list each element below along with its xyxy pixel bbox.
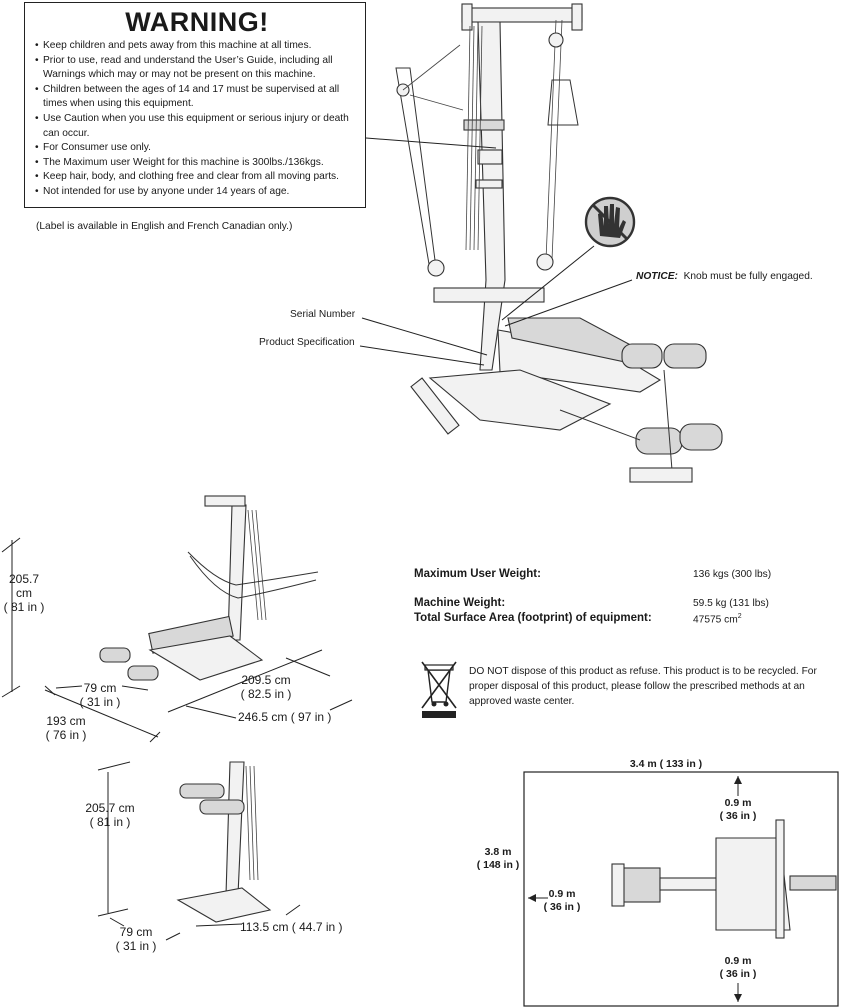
- tower-collar: [477, 149, 503, 165]
- notice-callout-line-b: [504, 279, 633, 327]
- open-width-cm: 79 cm: [83, 681, 117, 695]
- warning-callout-line: [365, 137, 497, 149]
- folded-width-dim: 79 cm ( 31 in ): [106, 925, 166, 953]
- main-machine-illustration: [395, 3, 723, 483]
- recycle-notice: DO NOT dispose of this product as refuse…: [469, 666, 817, 707]
- open-height-dim: 205.7 cm ( 81 in ): [0, 572, 48, 614]
- max-weight-label: Maximum User Weight:: [414, 568, 541, 580]
- clearance-left: 0.9 m ( 36 in ): [532, 888, 592, 914]
- top-right-bracket: [571, 3, 583, 31]
- tower-clamp: [463, 119, 505, 131]
- label-language-note: (Label is available in English and Frenc…: [36, 221, 293, 232]
- warning-item: The Maximum user Weight for this machine…: [35, 156, 359, 171]
- clearance-bottom-in: ( 36 in ): [719, 968, 757, 980]
- clearance-top: 0.9 m ( 36 in ): [708, 797, 768, 823]
- open-depth-dim: 193 cm ( 76 in ): [36, 714, 96, 742]
- clearance-bottom: 0.9 m ( 36 in ): [708, 955, 768, 981]
- top-left-bracket: [461, 3, 473, 31]
- product-spec-callout: Product Specification: [259, 337, 355, 348]
- folded-height-dim: 205.7 cm ( 81 in ): [80, 801, 140, 829]
- open-width-in: ( 31 in ): [79, 695, 121, 709]
- open-height-cm: 205.7 cm: [8, 572, 40, 600]
- folded-width-cm: 79 cm: [119, 925, 153, 939]
- machine-weight-label: Machine Weight:: [414, 597, 506, 609]
- open-arm-dim: 209.5 cm ( 82.5 in ): [234, 673, 298, 701]
- open-depth-cm: 193 cm: [46, 714, 86, 728]
- warning-list: Keep children and pets away from this ma…: [35, 39, 359, 200]
- front-foot: [410, 377, 460, 435]
- rear-foot: [629, 467, 693, 483]
- folded-height-in: ( 81 in ): [89, 815, 131, 829]
- roller-bottom-left: [635, 427, 683, 455]
- spec-callout-line: [359, 345, 485, 366]
- open-length-dim: 246.5 cm ( 97 in ): [238, 710, 332, 724]
- warning-item: Prior to use, read and understand the Us…: [35, 54, 359, 83]
- open-width-dim: 79 cm ( 31 in ): [70, 681, 130, 709]
- top-crossbar: [461, 7, 583, 23]
- folded-width-in: ( 31 in ): [115, 939, 157, 953]
- right-handle: [547, 79, 579, 126]
- warning-item: For Consumer use only.: [35, 141, 359, 156]
- folded-machine-drawing: [176, 761, 272, 923]
- clearance-width: 3.4 m ( 133 in ): [629, 758, 703, 770]
- notice-text: NOTICE: Knob must be fully engaged.: [636, 271, 813, 282]
- area-label: Total Surface Area (footprint) of equipm…: [414, 612, 652, 624]
- tower-collar-2: [475, 179, 503, 189]
- area-value-wrap: 47575 cm2: [693, 613, 742, 625]
- clearance-top-in: ( 36 in ): [719, 810, 757, 822]
- clearance-depth-in: ( 148 in ): [476, 859, 520, 871]
- no-touch-symbol: [584, 196, 636, 248]
- roller-bottom-right: [679, 423, 723, 451]
- roller-top-left: [621, 343, 663, 369]
- open-machine-drawing: [99, 495, 319, 681]
- warning-item: Keep hair, body, and clothing free and c…: [35, 170, 359, 185]
- warning-item: Not intended for use by anyone under 14 …: [35, 185, 359, 200]
- clearance-left-in: ( 36 in ): [543, 901, 581, 913]
- serial-number-callout: Serial Number: [290, 309, 356, 320]
- notice-label: NOTICE:: [636, 271, 678, 282]
- warning-item: Use Caution when you use this equipment …: [35, 112, 359, 141]
- serial-callout-line: [361, 317, 488, 356]
- area-unit-sup: 2: [737, 613, 742, 620]
- folded-height-cm: 205.7 cm: [85, 801, 135, 815]
- clearance-left-m: 0.9 m: [548, 888, 576, 900]
- folded-length-dim: 113.5 cm ( 44.7 in ): [240, 920, 343, 934]
- clearance-bottom-m: 0.9 m: [724, 955, 752, 967]
- clearance-top-m: 0.9 m: [724, 797, 752, 809]
- warning-label: WARNING! Keep children and pets away fro…: [24, 2, 366, 208]
- recycle-bin-icon: [421, 661, 457, 718]
- clearance-depth: 3.8 m ( 148 in ): [470, 846, 526, 872]
- area-value: 47575 cm: [693, 614, 738, 626]
- clearance-machine-topview: [611, 819, 837, 939]
- open-depth-in: ( 76 in ): [45, 728, 87, 742]
- roller-top-right: [663, 343, 707, 369]
- notice-callout-line-a: [501, 245, 595, 321]
- notice-message: Knob must be fully engaged.: [683, 271, 813, 282]
- open-height-in: ( 81 in ): [3, 600, 45, 614]
- left-arm: [395, 67, 437, 271]
- main-tower: [477, 21, 506, 371]
- machine-weight-value: 59.5 kg (131 lbs): [693, 598, 769, 609]
- foot-platform: [428, 369, 612, 431]
- warning-item: Children between the ages of 14 and 17 m…: [35, 83, 359, 112]
- max-weight-value: 136 kgs (300 lbs): [693, 569, 772, 580]
- lat-bar: [433, 287, 545, 303]
- warning-title: WARNING!: [125, 7, 269, 37]
- open-arm-cm: 209.5 cm: [241, 673, 291, 687]
- clearance-depth-m: 3.8 m: [484, 846, 512, 858]
- open-arm-in: ( 82.5 in ): [240, 687, 292, 701]
- warning-item: Keep children and pets away from this ma…: [35, 39, 359, 54]
